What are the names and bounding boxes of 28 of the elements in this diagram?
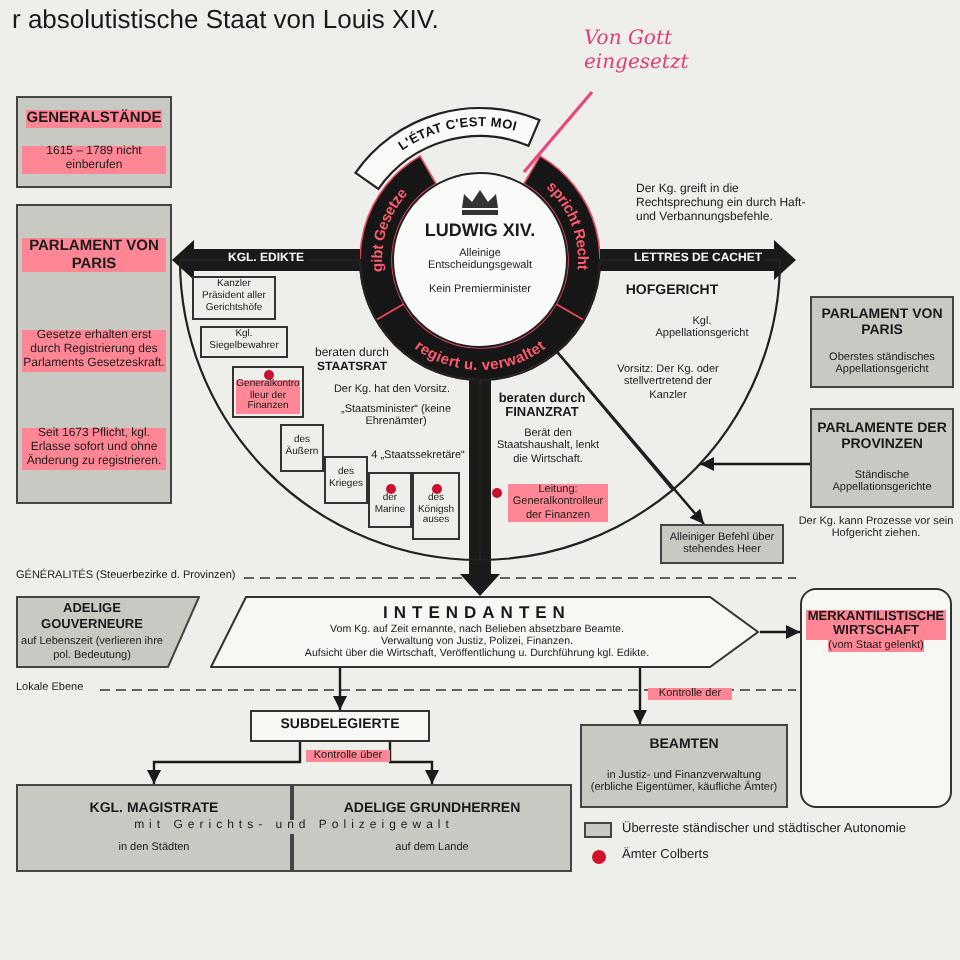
- thick-arrow: [460, 380, 500, 596]
- arrow: [700, 457, 810, 471]
- rounded-box: [800, 588, 952, 808]
- office-cell: [280, 424, 324, 472]
- office-cell: [324, 456, 368, 504]
- office-cell: [368, 472, 412, 528]
- handwritten-note: Von Gott eingesetzt: [584, 28, 691, 74]
- arrow: [633, 668, 647, 724]
- info-box: [660, 524, 784, 564]
- info-box: [16, 96, 172, 188]
- info-box: [580, 724, 788, 808]
- diagram-title: r absolutistische Staat von Louis XIV.: [12, 4, 439, 34]
- heading-text: LUDWIG XIV.: [422, 220, 538, 241]
- info-box: [810, 296, 954, 388]
- office-cell: [412, 472, 460, 540]
- arrow: [556, 351, 705, 525]
- process-box: [250, 710, 430, 742]
- office-cell: [232, 366, 304, 418]
- arrow: [147, 742, 302, 784]
- arrow: [388, 742, 439, 784]
- arrow: [333, 668, 347, 710]
- office-cell: [200, 326, 288, 358]
- info-box: [810, 408, 954, 508]
- arrow: [760, 625, 800, 639]
- office-cell: [192, 276, 276, 320]
- info-box: [16, 204, 172, 504]
- heading-text: INTENDANTEN: [383, 604, 571, 624]
- connector-line: [522, 90, 594, 174]
